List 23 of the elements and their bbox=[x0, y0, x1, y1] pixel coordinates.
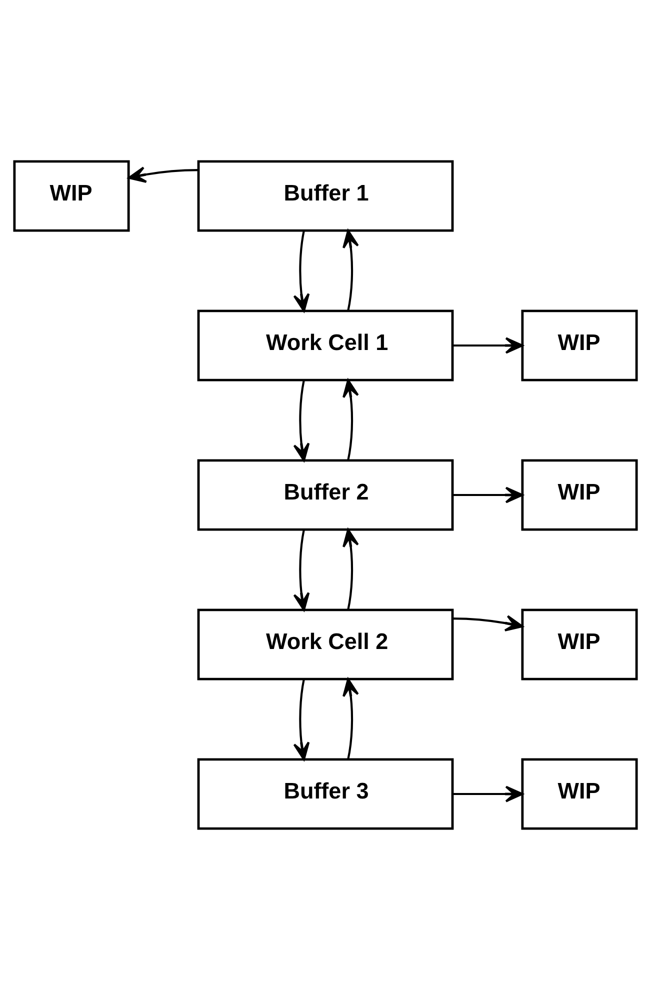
node-box: WIP bbox=[13, 160, 130, 232]
node-box: WIP bbox=[521, 309, 638, 381]
arrow bbox=[452, 614, 524, 631]
arrow bbox=[453, 486, 524, 503]
node-box: WIP bbox=[521, 608, 638, 680]
node-box: Buffer 1 bbox=[197, 160, 454, 232]
arrow bbox=[293, 380, 310, 461]
node-box: Buffer 3 bbox=[197, 758, 454, 830]
arrow bbox=[342, 378, 359, 460]
node-box: Work Cell 1 bbox=[197, 309, 454, 381]
arrow bbox=[453, 785, 524, 802]
arrow bbox=[293, 678, 310, 760]
arrow bbox=[342, 678, 359, 760]
arrow bbox=[128, 166, 198, 182]
node-box: WIP bbox=[521, 458, 638, 530]
arrow bbox=[293, 230, 310, 312]
arrow bbox=[453, 336, 524, 354]
node-box: Buffer 2 bbox=[197, 458, 454, 530]
node-box: Work Cell 2 bbox=[197, 608, 454, 680]
arrow bbox=[342, 229, 359, 311]
node-box: WIP bbox=[521, 758, 638, 830]
arrow bbox=[342, 528, 359, 610]
arrow bbox=[293, 529, 310, 610]
